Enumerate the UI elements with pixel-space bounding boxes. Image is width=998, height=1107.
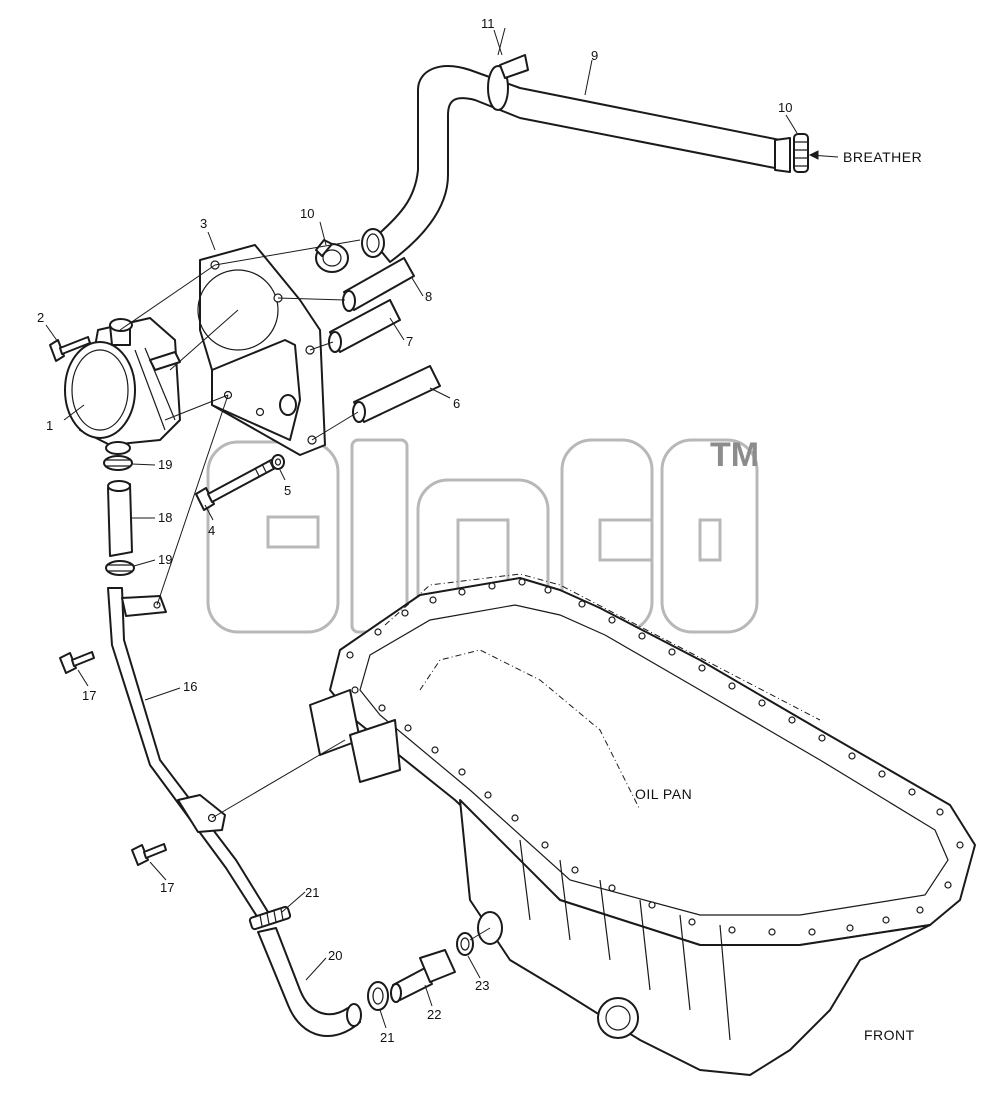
label-part-21-lower: 21: [380, 1030, 394, 1045]
hose-18: [107, 480, 133, 557]
label-part-19-upper: 19: [158, 457, 172, 472]
label-part-3: 3: [200, 216, 207, 231]
caption-breather: BREATHER: [843, 149, 922, 165]
o-ring-23: [456, 932, 474, 956]
label-part-16: 16: [183, 679, 197, 694]
washer-5: [271, 454, 285, 470]
label-part-1: 1: [46, 418, 53, 433]
label-part-5: 5: [284, 483, 291, 498]
hose-clamp-11: [487, 54, 529, 111]
label-part-6: 6: [453, 396, 460, 411]
label-part-9: 9: [591, 48, 598, 63]
hose-clamp-19-lower: [105, 560, 135, 576]
label-part-18: 18: [158, 510, 172, 525]
bolt-2: [49, 336, 91, 362]
hose-clamp-19-upper: [103, 455, 133, 471]
label-part-17-lower: 17: [160, 880, 174, 895]
spacer-8: [342, 257, 415, 312]
fitting-22: [390, 949, 456, 1003]
part-labels: 1 2 3 4 5 6 7 8 9 10 10 11 16 17 17 18 1…: [37, 16, 792, 1045]
watermark-tm: TM: [710, 436, 759, 474]
caption-front: FRONT: [864, 1027, 915, 1043]
hose-clamp-21-lower: [367, 981, 389, 1011]
oil-separator-1: [64, 317, 181, 455]
bolt-4: [195, 457, 280, 511]
hose-20: [257, 927, 362, 1037]
bolt-17-upper: [59, 651, 95, 674]
hose-clamp-10-breather: [793, 133, 809, 173]
label-part-10-lower: 10: [300, 206, 314, 221]
spacer-7: [328, 299, 401, 353]
caption-oil-pan: OIL PAN: [635, 786, 692, 802]
label-part-4: 4: [208, 523, 215, 538]
hose-clamp-10: [315, 239, 349, 273]
assembly-lines: [119, 27, 506, 941]
label-part-17-upper: 17: [82, 688, 96, 703]
spacer-6: [352, 365, 441, 423]
label-part-19-lower: 19: [158, 552, 172, 567]
oil-pan: [309, 573, 976, 1076]
label-part-20: 20: [328, 948, 342, 963]
label-part-10-breather: 10: [778, 100, 792, 115]
label-part-8: 8: [425, 289, 432, 304]
drain-pipe-16: [107, 587, 269, 919]
breather-hose: [361, 65, 791, 263]
label-part-23: 23: [475, 978, 489, 993]
label-part-2: 2: [37, 310, 44, 325]
flange-bolt-holes: [346, 578, 964, 936]
hose-clamp-21-upper: [248, 905, 292, 931]
label-part-11: 11: [481, 16, 495, 31]
label-part-7: 7: [406, 334, 413, 349]
leader-lines: [45, 29, 839, 1029]
bolt-17-lower: [131, 843, 167, 866]
bracket-plate-3: [197, 244, 326, 456]
label-part-21-upper: 21: [305, 885, 319, 900]
label-part-22: 22: [427, 1007, 441, 1022]
